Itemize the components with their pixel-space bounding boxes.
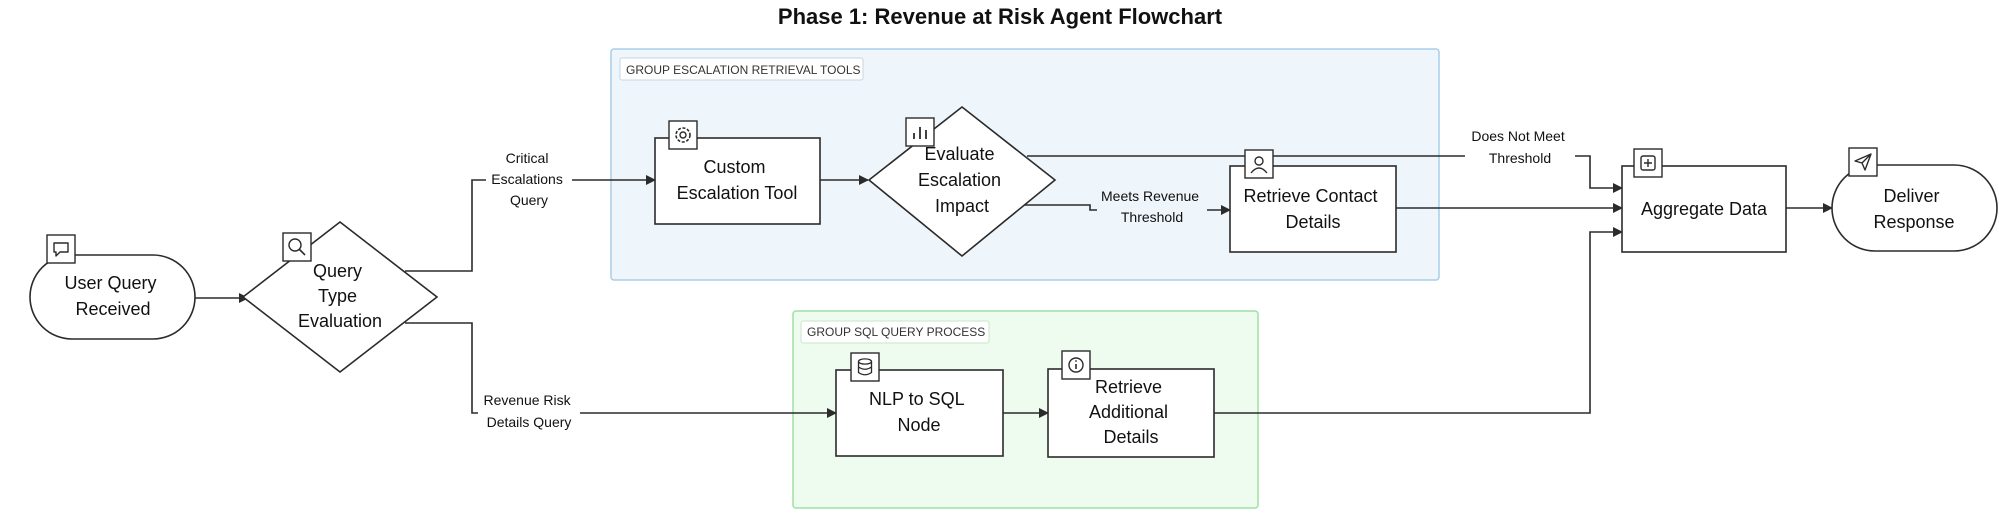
svg-text:Critical Escalations: Critical Escalations Query: [491, 150, 566, 208]
svg-text:Aggregate Data: Aggregate Data: [1641, 199, 1768, 219]
node-label-line: Retrieve Contact: [1243, 186, 1377, 206]
svg-text:Custom Escalation Tool: Custom Escalation Tool: [677, 157, 798, 203]
node-query-type-evaluation: Query Type Evaluation: [241, 220, 439, 374]
node-label-line: Deliver: [1883, 186, 1939, 206]
info-icon: [1061, 350, 1091, 380]
node-label-line: NLP to SQL: [869, 389, 965, 409]
edge-label-not-meets-line: Threshold: [1489, 150, 1551, 166]
group-sql-box: [792, 310, 1259, 509]
edge-label-meets: Meets Revenue Threshold: [1097, 187, 1207, 227]
bar-chart-icon: [905, 117, 935, 147]
edge-query-to-nlp-sql: [405, 322, 837, 418]
svg-text:Meets Revenue Threshold: Meets Revenue Threshold: [1101, 188, 1203, 225]
node-evaluate-escalation-impact: Evaluate Escalation Impact: [867, 105, 1057, 258]
edge-label-critical-line: Critical: [506, 150, 549, 166]
node-nlp-to-sql: NLP to SQL Node: [835, 352, 1004, 457]
edge-label-meets-line: Threshold: [1121, 209, 1183, 225]
edge-label-critical: Critical Escalations Query: [486, 149, 572, 211]
node-label-line: Node: [897, 415, 940, 435]
edge-label-revenue-risk-line: Details Query: [487, 414, 572, 430]
edge-additional-to-aggregate: [1214, 227, 1623, 414]
node-retrieve-contact-details: Retrieve Contact Details: [1229, 149, 1397, 253]
node-label-line: Response: [1873, 212, 1954, 232]
edge-label-critical-line: Query: [510, 192, 548, 208]
edge-label-critical-line: Escalations: [491, 171, 563, 187]
chat-bubble-icon: [46, 234, 76, 264]
svg-text:Query Type Evaluat: Query Type Evaluation: [298, 261, 382, 331]
node-label-line: Details: [1103, 427, 1158, 447]
svg-text:User Query Received: User Query Received: [64, 273, 161, 319]
edge-label-not-meets-line: Does Not Meet: [1471, 128, 1564, 144]
node-label-line: Query: [313, 261, 362, 281]
node-label-line: Escalation: [918, 170, 1001, 190]
node-deliver-response: Deliver Response: [1831, 147, 1998, 252]
plus-square-icon: [1633, 148, 1663, 178]
node-label-line: Escalation Tool: [677, 183, 798, 203]
node-label-line: Received: [75, 299, 150, 319]
svg-text:Retrieve Contact Details: Retrieve Contact Details: [1243, 186, 1382, 232]
send-icon: [1848, 147, 1878, 177]
page-title: Phase 1: Revenue at Risk Agent Flowchart: [778, 4, 1223, 29]
edge-label-revenue-risk-line: Revenue Risk: [483, 392, 571, 408]
svg-text:Evaluate Escalation: Evaluate Escalation Impact: [918, 144, 1006, 216]
svg-text:NLP to SQL Node: NLP to SQL Node: [869, 389, 969, 435]
user-icon: [1244, 149, 1274, 179]
edge-evaluate-to-aggregate-not-met: [1027, 155, 1623, 193]
group-sql-label: GROUP SQL QUERY PROCESS: [807, 325, 985, 339]
node-custom-escalation-tool: Custom Escalation Tool: [654, 120, 821, 225]
svg-text:Does Not Meet Threshold: Does Not Meet Threshold: [1471, 128, 1568, 166]
database-icon: [850, 352, 880, 382]
group-escalation-label-box: [619, 57, 864, 81]
node-label-line: Retrieve: [1095, 377, 1162, 397]
node-label-line: Evaluation: [298, 311, 382, 331]
node-label-line: Custom: [703, 157, 765, 177]
node-label-line: Details: [1285, 212, 1340, 232]
edge-label-not-meets: Does Not Meet Threshold: [1465, 127, 1575, 169]
group-sql-query-process: GROUP SQL QUERY PROCESS: [792, 310, 1259, 509]
svg-text:Revenue Risk Details Que: Revenue Risk Details Query: [483, 392, 574, 430]
node-label-line: Additional: [1089, 402, 1168, 422]
node-retrieve-additional-details: Retrieve Additional Details: [1047, 350, 1215, 458]
node-label-line: User Query: [64, 273, 156, 293]
svg-text:Deliver Response: Deliver Response: [1873, 186, 1954, 232]
search-icon: [282, 232, 312, 262]
node-aggregate-data: Aggregate Data: [1621, 148, 1787, 253]
node-label-line: Type: [318, 286, 357, 306]
node-label-line: Impact: [935, 196, 989, 216]
node-user-query-received: User Query Received: [29, 234, 196, 340]
group-escalation-label: GROUP ESCALATION RETRIEVAL TOOLS: [626, 63, 861, 77]
node-label-line: Evaluate: [924, 144, 994, 164]
edge-label-revenue-risk: Revenue Risk Details Query: [478, 390, 580, 432]
node-label-line: Aggregate Data: [1641, 199, 1768, 219]
edge-label-meets-line: Meets Revenue: [1101, 188, 1199, 204]
gear-icon: [668, 120, 698, 150]
svg-text:Retrieve Additional: Retrieve Additional Details: [1089, 377, 1173, 447]
group-sql-label-box: [800, 320, 990, 344]
